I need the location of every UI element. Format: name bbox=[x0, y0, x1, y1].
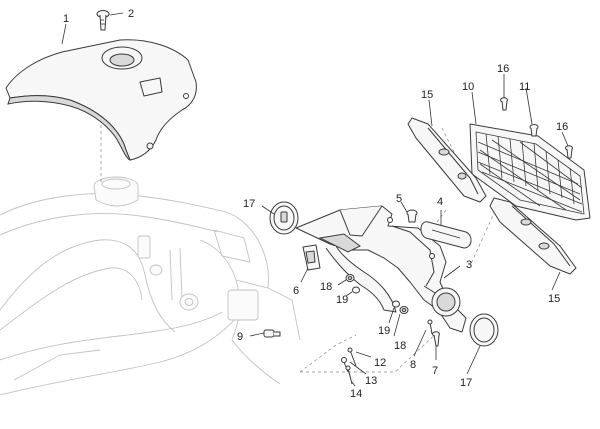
callout-leaders bbox=[61, 12, 569, 387]
reflector-bracket-part-15-lower bbox=[489, 197, 577, 275]
round-reflector-part-17-lower bbox=[469, 313, 499, 347]
callout-18-upper: 18 bbox=[320, 281, 332, 293]
callout-6: 6 bbox=[293, 285, 299, 297]
connector-part-9 bbox=[263, 329, 281, 338]
license-lamp-lens-part bbox=[420, 221, 472, 249]
screw-part-5 bbox=[406, 209, 418, 223]
screw-part-7 bbox=[432, 331, 440, 347]
license-plate-holder-part bbox=[295, 205, 467, 333]
screw-part-11 bbox=[529, 124, 539, 137]
callout-13: 13 bbox=[365, 375, 377, 387]
callout-numbers: 1 2 3 4 5 6 7 8 9 10 11 12 13 14 15 15 1… bbox=[63, 8, 568, 400]
nut-part-18-upper bbox=[345, 274, 355, 282]
callout-5: 5 bbox=[396, 193, 402, 205]
callout-16-upper: 16 bbox=[497, 63, 509, 75]
washer-part-19-lower bbox=[392, 300, 400, 308]
callout-11: 11 bbox=[519, 81, 530, 93]
nut-part-18-lower bbox=[399, 306, 409, 314]
callout-3: 3 bbox=[466, 259, 472, 271]
bolt-part-14 bbox=[345, 365, 353, 385]
callout-10: 10 bbox=[462, 81, 474, 93]
callout-18-lower: 18 bbox=[394, 340, 406, 352]
pin-part-8 bbox=[427, 319, 433, 335]
callout-4: 4 bbox=[437, 196, 443, 208]
callout-17-upper: 17 bbox=[243, 198, 255, 210]
callout-9: 9 bbox=[237, 331, 243, 343]
bracket-hole-icon bbox=[520, 218, 532, 226]
callout-16-lower: 16 bbox=[556, 121, 568, 133]
grille-mesh bbox=[475, 131, 585, 215]
callout-1: 1 bbox=[63, 13, 69, 25]
bracket-hole-icon bbox=[438, 148, 450, 156]
callout-15-lower: 15 bbox=[548, 293, 560, 305]
callout-12: 12 bbox=[374, 357, 386, 369]
callout-19-upper: 19 bbox=[336, 294, 348, 306]
clip-part-6 bbox=[302, 244, 321, 271]
washer-part-12 bbox=[347, 347, 357, 367]
callout-14: 14 bbox=[350, 388, 362, 400]
reflector-bracket-part-15-upper bbox=[407, 117, 487, 203]
callout-2: 2 bbox=[128, 8, 134, 20]
plate-grille-part bbox=[469, 123, 591, 221]
cover-opening-icon bbox=[109, 53, 135, 67]
round-reflector-part-17-upper bbox=[269, 201, 299, 235]
bracket-hole-icon bbox=[457, 172, 467, 180]
callout-19-lower: 19 bbox=[378, 325, 390, 337]
screw-part-2 bbox=[96, 10, 110, 31]
callout-17-lower: 17 bbox=[460, 377, 472, 389]
washer-part-19-upper bbox=[352, 286, 360, 294]
rear-cover-part bbox=[5, 39, 197, 162]
reflector-mount-icon bbox=[436, 292, 456, 312]
screw-part-16-upper bbox=[500, 97, 508, 111]
bracket-hole-icon bbox=[538, 242, 550, 250]
scooter-frame-outline bbox=[0, 176, 301, 396]
screw-part-16-lower bbox=[565, 145, 573, 159]
frame-hole-icon bbox=[179, 293, 199, 311]
callout-8: 8 bbox=[410, 359, 416, 371]
callout-15-upper: 15 bbox=[421, 89, 433, 101]
callout-7: 7 bbox=[432, 365, 438, 377]
